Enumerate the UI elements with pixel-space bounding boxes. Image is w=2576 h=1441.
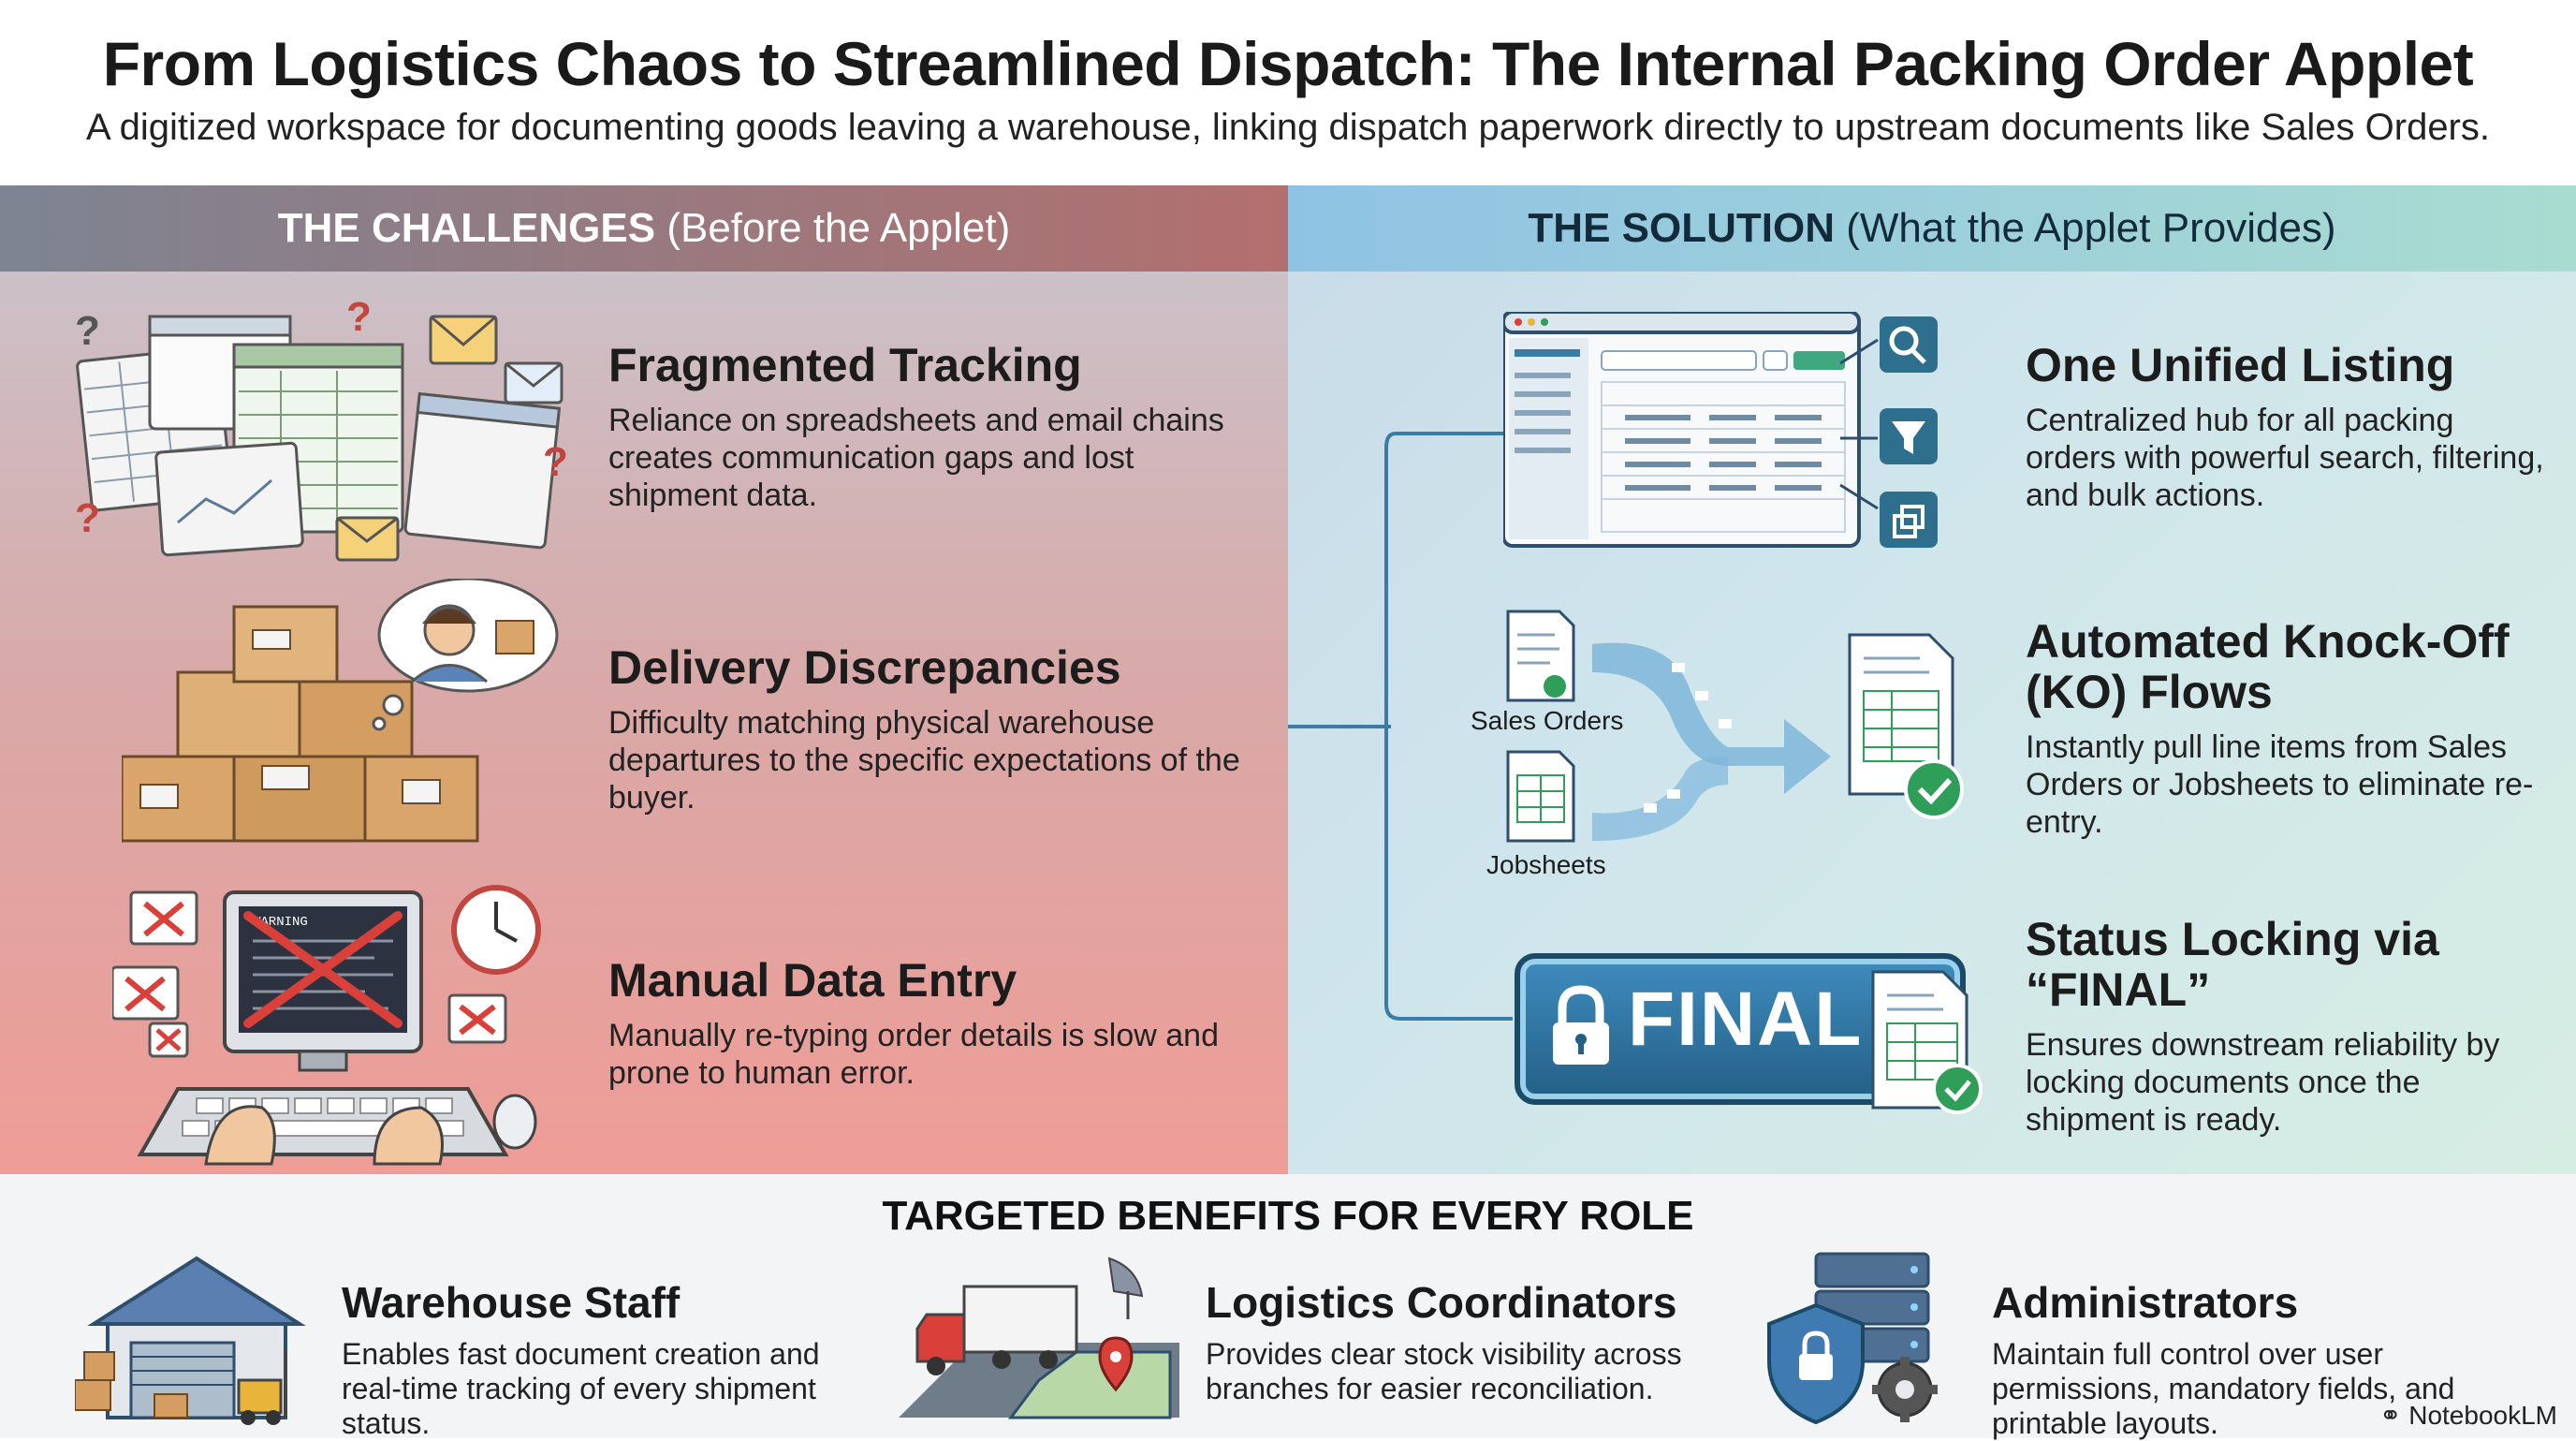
solution-panel: THE SOLUTION (What the Applet Provides) [1288, 185, 2576, 1174]
check-icon [1932, 1064, 1983, 1114]
challenge-item-delivery-discrepancies: Delivery Discrepancies Difficulty matchi… [608, 642, 1245, 816]
role-title: Logistics Coordinators [1206, 1278, 1677, 1327]
solution-banner-rest: (What the Applet Provides) [1834, 205, 2336, 251]
lock-icon [1799, 1331, 1833, 1380]
role-desc: Provides clear stock visibility across b… [1206, 1337, 1682, 1406]
manual-entry-illustration: WARNING [112, 885, 541, 1166]
locked-document-illustration [1871, 970, 1983, 1114]
solution-item-unified-listing: One Unified Listing Centralized hub for … [2026, 340, 2550, 514]
result-document-icon [1848, 633, 1964, 819]
boxes-person-illustration [122, 579, 559, 843]
warehouse-icon [87, 1256, 306, 1326]
clock-icon [451, 885, 541, 975]
solution-title: Automated Knock-Off (KO) Flows [2026, 615, 2510, 718]
envelope-icon [335, 516, 400, 562]
header: From Logistics Chaos to Streamlined Disp… [0, 0, 2576, 185]
challenge-title: Manual Data Entry [608, 954, 1017, 1007]
spreadsheet-icon [154, 441, 304, 557]
lock-icon [1553, 985, 1609, 1065]
solution-title: Status Locking via “FINAL” [2026, 913, 2439, 1016]
truck-icon [915, 1285, 1078, 1375]
filter-icon [1880, 408, 1938, 464]
cardboard-box-icon [75, 1351, 188, 1419]
benefits-heading: TARGETED BENEFITS FOR EVERY ROLE [882, 1193, 1694, 1239]
challenge-desc: Manually re-typing order details is slow… [608, 1018, 1219, 1092]
search-icon [1880, 316, 1938, 373]
envelope-icon [504, 361, 564, 404]
solution-desc: Ensures downstream reliability by lockin… [2026, 1027, 2500, 1139]
bulk-actions-icon [1880, 492, 1938, 548]
challenges-panel: THE CHALLENGES (Before the Applet) [0, 185, 1288, 1174]
solution-desc: Centralized hub for all packing orders w… [2026, 403, 2544, 514]
svg-text:?: ? [346, 294, 372, 340]
flow-arrow-icon [1592, 642, 1831, 841]
role-warehouse-staff: Warehouse Staff Enables fast document cr… [342, 1277, 885, 1441]
error-window-icon [112, 890, 507, 1058]
app-window-icon [1503, 312, 1861, 548]
keyboard-icon [137, 1087, 537, 1166]
brand-label: NotebookLM [2408, 1401, 2557, 1430]
gear-icon [1872, 1357, 1938, 1422]
mouse-icon [492, 1094, 537, 1150]
computer-monitor-icon: WARNING [223, 890, 423, 1072]
spreadsheet-icon [403, 391, 562, 550]
challenges-banner-bold: THE CHALLENGES [277, 205, 656, 251]
challenges-banner: THE CHALLENGES (Before the Applet) [0, 185, 1288, 272]
question-mark-icon: ???? [75, 294, 568, 541]
solution-desc: Instantly pull line items from Sales Ord… [2026, 729, 2534, 841]
knock-off-flow-illustration [1506, 610, 1964, 843]
final-label: FINAL [1628, 977, 1864, 1062]
warehouse-illustration [75, 1256, 306, 1425]
role-logistics-coordinators: Logistics Coordinators Provides clear st… [1206, 1277, 1730, 1406]
role-administrators: Administrators Maintain full control ove… [1992, 1277, 2554, 1441]
role-title: Warehouse Staff [342, 1278, 681, 1327]
benefits-section: TARGETED BENEFITS FOR EVERY ROLE Warehou… [0, 1174, 2576, 1441]
solution-item-knock-off-flows: Automated Knock-Off (KO) Flows Instantly… [2026, 616, 2550, 841]
spreadsheets-emails-illustration: ???? [75, 294, 568, 562]
administrators-illustration [1767, 1252, 1938, 1425]
location-pin-icon [1098, 1336, 1134, 1392]
envelope-icon [429, 315, 498, 365]
sales-orders-label: Sales Orders [1471, 706, 1624, 735]
svg-text:?: ? [75, 308, 100, 354]
solution-item-status-locking: Status Locking via “FINAL” Ensures downs… [2026, 914, 2550, 1139]
page-subtitle: A digitized workspace for documenting go… [85, 107, 2490, 148]
jobsheets-label: Jobsheets [1486, 850, 1606, 879]
role-desc: Enables fast document creation and real-… [342, 1337, 820, 1441]
connector-lines [1288, 432, 1513, 1021]
solution-banner-bold: THE SOLUTION [1528, 205, 1835, 251]
challenge-desc: Difficulty matching physical warehouse d… [608, 705, 1240, 816]
thought-bubble-icon [372, 579, 559, 731]
challenge-title: Fragmented Tracking [608, 339, 1082, 391]
challenges-banner-rest: (Before the Applet) [655, 205, 1011, 251]
document-icon [1506, 610, 1575, 702]
notebooklm-logo-icon: ⚭ [2378, 1401, 2402, 1430]
forklift-icon [237, 1352, 287, 1425]
challenge-item-manual-data-entry: Manual Data Entry Manually re-typing ord… [608, 955, 1245, 1092]
challenge-desc: Reliance on spreadsheets and email chain… [608, 403, 1224, 514]
logistics-illustration [899, 1257, 1179, 1419]
document-icon [1506, 750, 1575, 843]
svg-text:?: ? [75, 495, 100, 541]
page-title: From Logistics Chaos to Streamlined Disp… [102, 29, 2474, 98]
satellite-dish-icon [1107, 1257, 1144, 1319]
challenge-title: Delivery Discrepancies [608, 641, 1121, 694]
solution-banner: THE SOLUTION (What the Applet Provides) [1288, 185, 2576, 272]
spreadsheet-icon [232, 343, 404, 534]
role-desc: Maintain full control over user permissi… [1992, 1337, 2455, 1441]
challenge-item-fragmented-tracking: Fragmented Tracking Reliance on spreadsh… [608, 340, 1245, 514]
role-title: Administrators [1992, 1278, 2299, 1327]
solution-title: One Unified Listing [2026, 339, 2455, 391]
unified-listing-illustration [1503, 312, 1938, 548]
svg-text:?: ? [543, 439, 568, 485]
brand-watermark: ⚭ NotebookLM [2379, 1400, 2557, 1431]
